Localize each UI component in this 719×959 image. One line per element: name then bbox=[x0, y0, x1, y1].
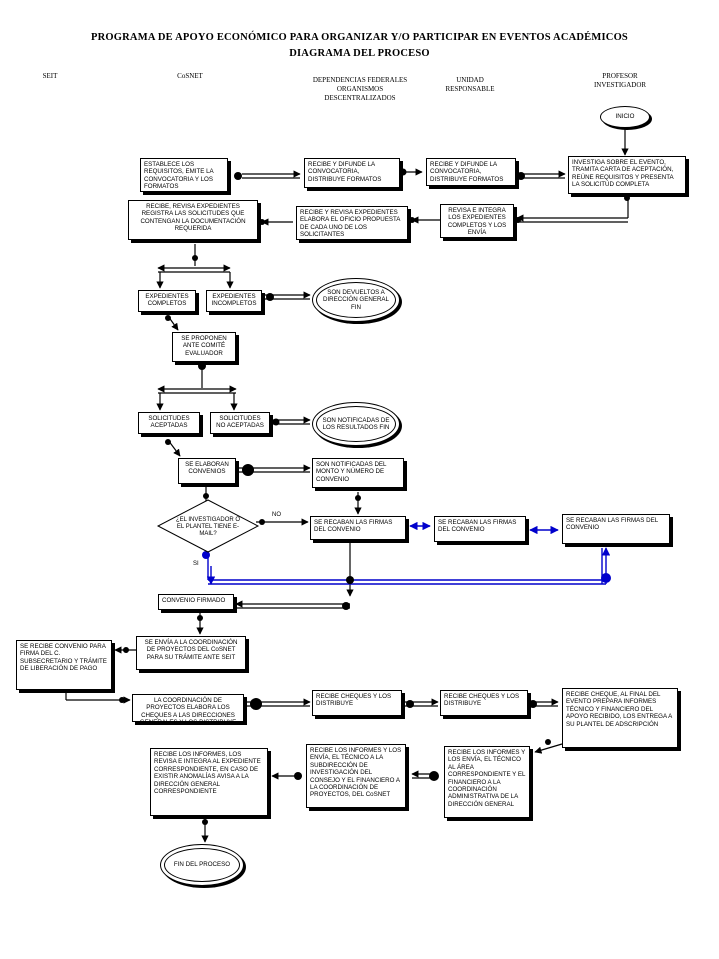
step-envia-coordinacion: SE ENVÍA A LA COORDINACIÓN DE PROYECTOS … bbox=[136, 636, 246, 670]
column-seit: SEIT bbox=[42, 72, 58, 80]
step-recibe-cheque-profesor: RECIBE CHEQUE, AL FINAL DEL EVENTO PREPA… bbox=[562, 688, 678, 748]
step-recibe-cheques-unidad: RECIBE CHEQUES Y LOS DISTRIBUYE bbox=[440, 690, 528, 716]
step-recibe-informes-cosnet: RECIBE LOS INFORMES, LOS REVISA E INTEGR… bbox=[150, 748, 268, 816]
step-recibe-informes-unidad: RECIBE LOS INFORMES Y LOS ENVÍA, EL TÉCN… bbox=[444, 746, 530, 818]
step-recaban-firmas-unidad: SE RECABAN LAS FIRMAS DEL CONVENIO bbox=[434, 516, 526, 542]
step-establece-requisitos: ESTABLECE LOS REQUISITOS, EMITE LA CONVO… bbox=[140, 158, 228, 192]
step-recibe-convenio-seit: SE RECIBE CONVENIO PARA FIRMA DEL C. SUB… bbox=[16, 640, 112, 690]
step-recibe-cheques-dependencias: RECIBE CHEQUES Y LOS DISTRIBUYE bbox=[312, 690, 402, 716]
decision-diamond bbox=[156, 499, 260, 553]
step-notificadas-monto: SON NOTIFICADAS DEL MONTO Y NÚMERO DE CO… bbox=[312, 458, 404, 488]
step-unidad-difunde: RECIBE Y DIFUNDE LA CONVOCATORIA, DISTRI… bbox=[426, 158, 516, 186]
step-convenio-firmado: CONVENIO FIRMADO bbox=[158, 594, 234, 610]
end-fin-proceso: FIN DEL PROCESO bbox=[160, 844, 244, 886]
end-notificadas: SON NOTIFICADAS DE LOS RESULTADOS FIN bbox=[312, 402, 400, 446]
step-comite-evaluador: SE PROPONEN ANTE COMITÉ EVALUADOR bbox=[172, 332, 236, 362]
diagram-subtitle: DIAGRAMA DEL PROCESO bbox=[289, 48, 430, 59]
step-revisa-integra: REVISA E INTEGRA LOS EXPEDIENTES COMPLET… bbox=[440, 204, 514, 238]
column-unidad: UNIDAD RESPONSABLE bbox=[445, 76, 495, 93]
step-registra-solicitudes: RECIBE, REVISA EXPEDIENTES REGISTRA LAS … bbox=[128, 200, 258, 240]
diagram-title: PROGRAMA DE APOYO ECONÓMICO PARA ORGANIZ… bbox=[91, 32, 628, 43]
column-profesor: PROFESOR INVESTIGADOR bbox=[593, 72, 647, 89]
step-elabora-cheques: LA COORDINACIÓN DE PROYECTOS ELABORA LOS… bbox=[132, 694, 244, 722]
step-expedientes-completos: EXPEDIENTES COMPLETOS bbox=[138, 290, 196, 312]
column-dependencias: DEPENDENCIAS FEDERALES ORGANISMOS DESCEN… bbox=[312, 76, 408, 102]
step-dependencias-difunde: RECIBE Y DIFUNDE LA CONVOCATORIA, DISTRI… bbox=[304, 158, 400, 188]
step-recaban-firmas-profesor: SE RECABAN LAS FIRMAS DEL CONVENIO bbox=[562, 514, 670, 544]
label-si: SI bbox=[193, 561, 199, 567]
step-expedientes-incompletos: EXPEDIENTES INCOMPLETOS bbox=[206, 290, 262, 312]
start-terminal: INICIO bbox=[600, 106, 650, 128]
step-solicitudes-aceptadas: SOLICITUDES ACEPTADAS bbox=[138, 412, 200, 434]
column-cosnet: CoSNET bbox=[177, 72, 203, 80]
decision-email-text: ¿EL INVESTIGADOR O EL PLANTEL TIENE E-MA… bbox=[175, 517, 241, 537]
label-no: NO bbox=[272, 512, 281, 518]
step-elabora-oficio: RECIBE Y REVISA EXPEDIENTES ELABORA EL O… bbox=[296, 206, 408, 240]
step-investiga-evento: INVESTIGA SOBRE EL EVENTO, TRAMITA CARTA… bbox=[568, 156, 686, 194]
step-recibe-informes-dependencias: RECIBE LOS INFORMES Y LOS ENVÍA, EL TÉCN… bbox=[306, 744, 406, 808]
step-elaboran-convenios: SE ELABORAN CONVENIOS bbox=[178, 458, 236, 484]
end-devueltos: SON DEVUELTOS A DIRECCIÓN GENERAL FIN bbox=[312, 278, 400, 322]
step-recaban-firmas-dependencias: SE RECABAN LAS FIRMAS DEL CONVENIO bbox=[310, 516, 406, 540]
step-solicitudes-no-aceptadas: SOLICITUDES NO ACEPTADAS bbox=[210, 412, 270, 434]
